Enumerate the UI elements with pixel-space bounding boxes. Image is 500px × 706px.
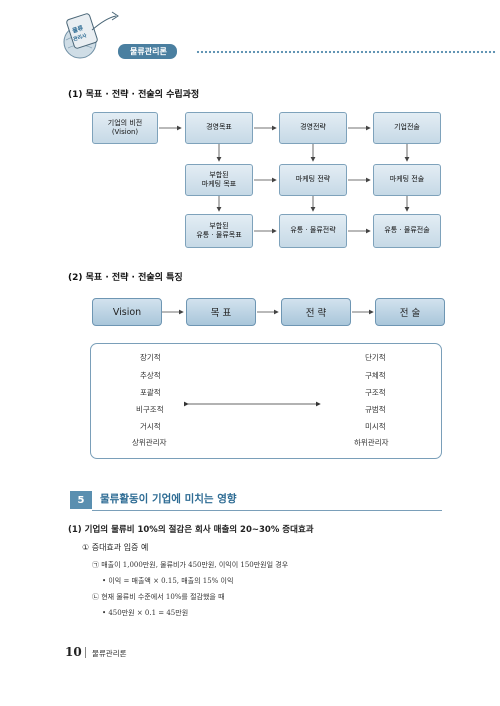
dist-tactics-box: 유통 · 물류전술 xyxy=(373,214,441,248)
dist-strategy-box: 유통 · 물류전략 xyxy=(279,214,347,248)
body-item-a-detail: • 이익 = 매출액 × 0.15, 매출의 15% 이익 xyxy=(102,577,234,585)
traits-frame xyxy=(90,343,442,459)
vision-box: 기업의 비전 (Vision) xyxy=(92,112,158,144)
right-trait: 구조적 xyxy=(365,388,386,397)
mgmt-goal-box: 경영목표 xyxy=(185,112,253,144)
mkt-tactics-box: 마케팅 전술 xyxy=(373,164,441,196)
body-item-b: ㉡ 현재 물류비 수준에서 10%를 절감했을 때 xyxy=(92,593,225,601)
right-trait: 규범적 xyxy=(365,405,386,414)
header-dotted-rule xyxy=(196,50,496,54)
chapter-number-badge: 5 xyxy=(70,491,92,509)
mkt-goal-box: 부합된 마케팅 목표 xyxy=(185,164,253,196)
left-trait: 장기적 xyxy=(140,353,161,362)
footer-book-title: 물류관리론 xyxy=(92,649,127,658)
book-logo-icon: 물류 관리사 xyxy=(63,11,119,59)
vision-stage-box: Vision xyxy=(92,298,162,326)
footer-separator xyxy=(85,647,86,658)
strategy-stage-box: 전 략 xyxy=(281,298,351,326)
page-number: 10 xyxy=(65,645,82,659)
left-trait: 포괄적 xyxy=(140,388,161,397)
mgmt-strategy-box: 경영전략 xyxy=(279,112,347,144)
left-trait: 상위관리자 xyxy=(132,438,167,447)
mkt-strategy-box: 마케팅 전략 xyxy=(279,164,347,196)
body-item-b-detail: • 450만원 × 0.1 = 45만원 xyxy=(102,609,189,617)
dist-goal-box: 부합된 유통 · 물류목표 xyxy=(185,214,253,248)
goal-stage-box: 목 표 xyxy=(186,298,256,326)
double-arrow-icon xyxy=(184,401,321,407)
body-heading: (1) 기업의 물류비 10%의 절감은 회사 매출의 20~30% 증대효과 xyxy=(68,525,314,535)
svg-text:물류: 물류 xyxy=(71,24,84,35)
chapter-title: 물류활동이 기업에 미치는 영향 xyxy=(100,493,237,505)
right-trait: 단기적 xyxy=(365,353,386,362)
section2-title: (2) 목표 · 전략 · 전술의 특징 xyxy=(68,273,183,283)
left-trait: 추상적 xyxy=(140,371,161,380)
right-trait: 미시적 xyxy=(365,422,386,431)
left-trait: 비구조적 xyxy=(136,405,164,414)
flow-arrows-2 xyxy=(162,309,374,315)
flow-arrows-1 xyxy=(159,125,410,234)
chapter-label: 물류관리론 xyxy=(118,44,177,59)
tactics-stage-box: 전 술 xyxy=(375,298,445,326)
chapter-underline xyxy=(92,510,442,512)
section1-title: (1) 목표 · 전략 · 전술의 수립과정 xyxy=(68,90,200,100)
svg-text:관리사: 관리사 xyxy=(72,32,88,43)
body-item-a: ㉠ 매출이 1,000만원, 물류비가 450만원, 이익이 150만원일 경우 xyxy=(92,561,289,569)
right-trait: 하위관리자 xyxy=(354,438,389,447)
corp-tactics-box: 기업전술 xyxy=(373,112,441,144)
right-trait: 구체적 xyxy=(365,371,386,380)
body-subheading: ① 증대효과 입증 예 xyxy=(82,543,149,552)
left-trait: 거시적 xyxy=(140,422,161,431)
